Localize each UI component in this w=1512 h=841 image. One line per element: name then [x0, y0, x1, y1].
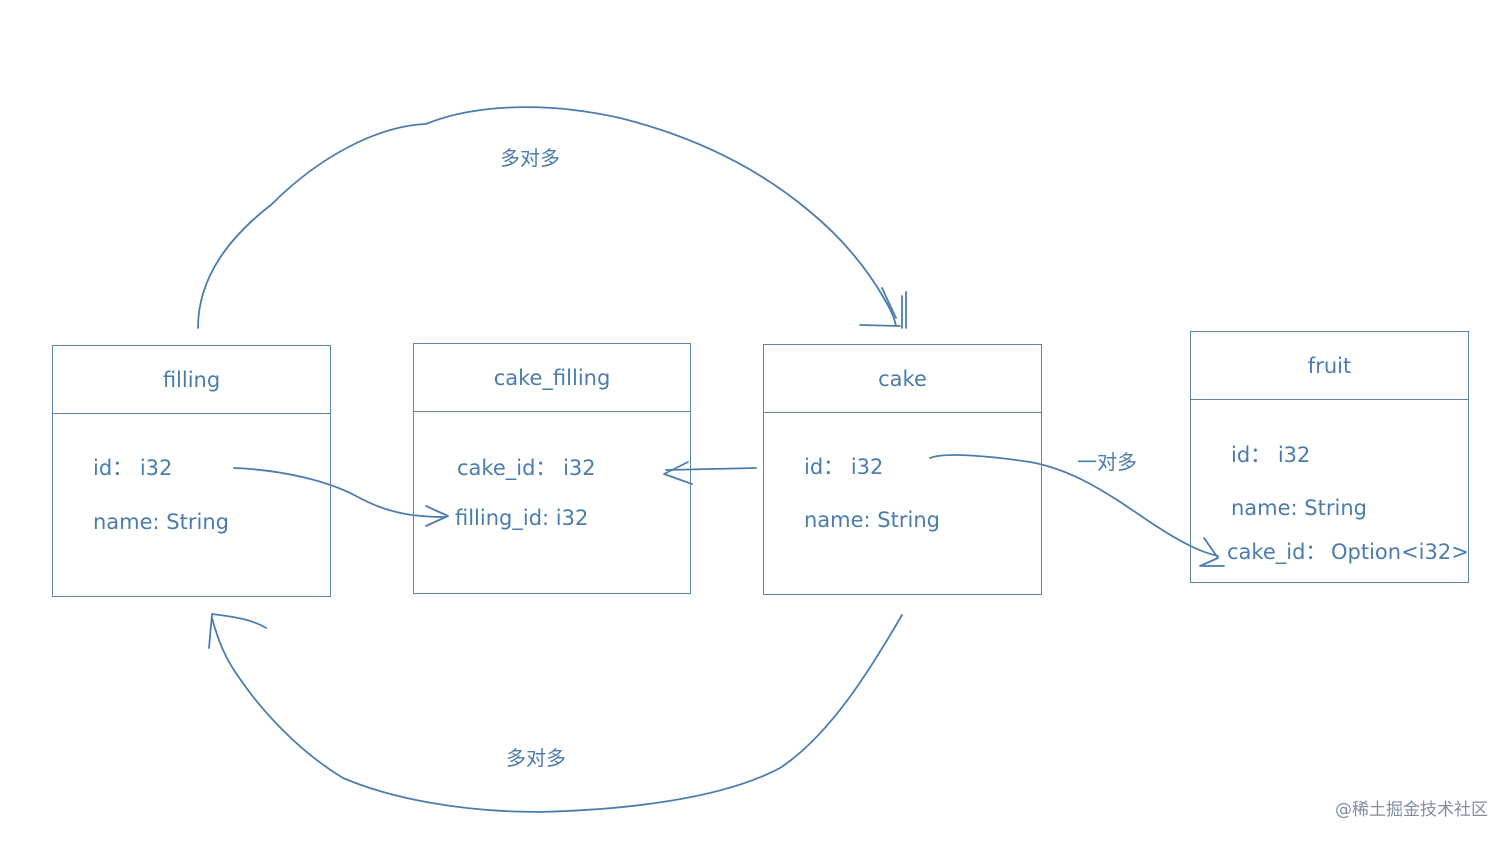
fruit-entity: fruit id： i32 name: String cake_id： Opti… — [1190, 331, 1469, 583]
cake-name-field: name: String — [804, 508, 940, 532]
filling-entity: filling id： i32 name: String — [52, 345, 331, 597]
cake-fruit-relationship-label: 一对多 — [1077, 450, 1137, 474]
cake-entity-title: cake — [764, 345, 1041, 413]
bottom-arrow-head — [208, 613, 267, 649]
filling-entity-body: id： i32 name: String — [53, 414, 330, 596]
bottom-relationship-label: 多对多 — [506, 746, 566, 770]
cake-filling-entity-title: cake_filling — [414, 344, 690, 412]
filling-entity-title: filling — [53, 346, 330, 414]
top-relationship-label: 多对多 — [500, 146, 560, 170]
cake-filling-entity-body: cake_id： i32 filling_id: i32 — [414, 412, 690, 593]
filling-id-field: id： i32 — [93, 456, 173, 480]
fruit-cake-id-field: cake_id： — [1227, 540, 1327, 564]
cake-entity: cake id： i32 name: String — [763, 344, 1042, 595]
fruit-id-field: id： i32 — [1231, 443, 1311, 467]
fruit-name-field: name: String — [1231, 496, 1367, 520]
filling-name-field: name: String — [93, 510, 229, 534]
cake-filling-filling-id-field: filling_id: i32 — [455, 506, 589, 530]
watermark: @稀土掘金技术社区 — [1335, 800, 1488, 820]
cake-id-field: id： i32 — [804, 455, 884, 479]
cake-entity-body: id： i32 name: String — [764, 413, 1041, 594]
fruit-entity-title: fruit — [1191, 332, 1468, 400]
top-arrow-head — [859, 287, 907, 329]
bottom-relationship-arc — [211, 614, 903, 813]
cake-filling-entity: cake_filling cake_id： i32 filling_id: i3… — [413, 343, 691, 594]
top-relationship-arc — [197, 106, 897, 329]
fruit-entity-body: id： i32 name: String cake_id： Option<i32… — [1191, 400, 1469, 582]
cake-filling-cake-id-field: cake_id： i32 — [457, 456, 596, 480]
fruit-cake-id-type: Option<i32> — [1331, 540, 1469, 564]
